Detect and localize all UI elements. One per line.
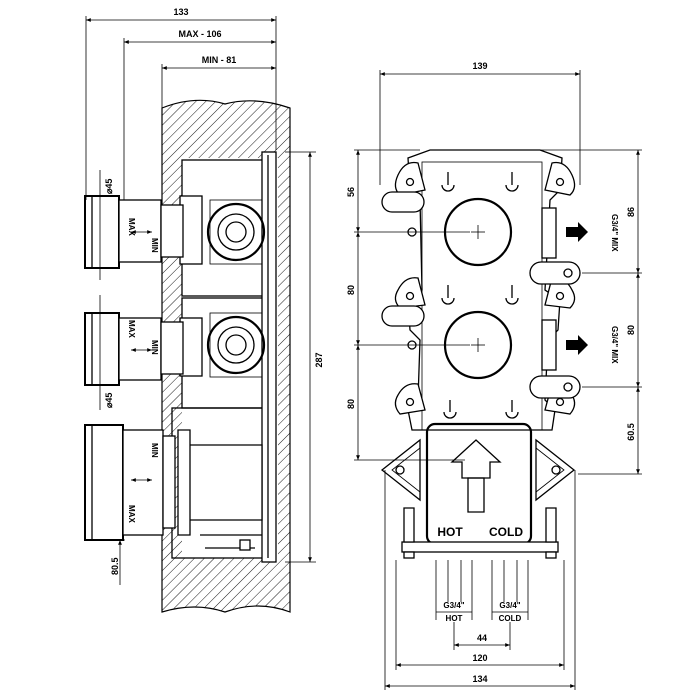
dim-spacing-1: 56 (346, 187, 356, 197)
mounting-lugs (381, 161, 581, 415)
dim-height: 287 (314, 352, 324, 367)
range-max-diverter: MAX (127, 505, 136, 523)
dim-min-depth: MIN - 81 (202, 55, 237, 65)
dim-total-depth: 133 (173, 7, 188, 17)
inlet-hot-thread: G3/4" (443, 601, 464, 610)
dim-bottom-offset: 80.5 (110, 557, 120, 575)
range-max-upper: MAX (127, 218, 136, 236)
inlets (435, 560, 529, 620)
front-view: G3/4" MIX G3/4" MIX HOT COLD (346, 61, 642, 690)
knob-lower (84, 312, 184, 386)
inlet-cold-name: COLD (499, 614, 522, 623)
dia-lower: ⌀45 (104, 393, 114, 408)
front-dimension-lines (354, 70, 642, 690)
knob-upper (84, 195, 184, 269)
range-min-lower: MIN (150, 340, 159, 355)
outlet-label-upper: G3/4" MIX (610, 214, 619, 252)
side-view: MAX MIN MAX MIN MIN MAX 133 MAX - 106 MI… (84, 7, 324, 613)
range-max-lower: MAX (127, 320, 136, 338)
cartridge-upper (206, 199, 266, 265)
diverter-knob (84, 424, 176, 541)
inlet-cold-thread: G3/4" (499, 601, 520, 610)
dim-width-bottom: 134 (472, 674, 487, 684)
dim-right-2: 80 (626, 325, 636, 335)
dim-width-mid: 120 (472, 653, 487, 663)
range-min-diverter: MIN (150, 443, 159, 458)
hot-label: HOT (437, 525, 463, 539)
hooks (441, 172, 519, 419)
inlet-hot-name: HOT (446, 614, 463, 623)
outlet-arrow-lower (566, 335, 588, 355)
dia-upper: ⌀45 (104, 179, 114, 194)
dim-spacing-3: 80 (346, 399, 356, 409)
dim-max-depth: MAX - 106 (178, 29, 221, 39)
dim-right-1: 86 (626, 207, 636, 217)
range-min-upper: MIN (150, 238, 159, 253)
side-dimension-lines (85, 16, 316, 585)
range-arrows (131, 230, 152, 482)
dim-spacing-2: 80 (346, 285, 356, 295)
cartridge-lower (206, 312, 266, 378)
outlet-arrow-upper (566, 222, 588, 242)
dim-inlet-spacing: 44 (477, 633, 487, 643)
outlet-label-lower: G3/4" MIX (610, 326, 619, 364)
outlets (541, 207, 557, 371)
bottom-bracket (401, 507, 559, 559)
dim-width-top: 139 (472, 61, 487, 71)
valve-body (171, 151, 277, 563)
dim-right-3: 60.5 (626, 423, 636, 441)
cold-label: COLD (489, 525, 523, 539)
